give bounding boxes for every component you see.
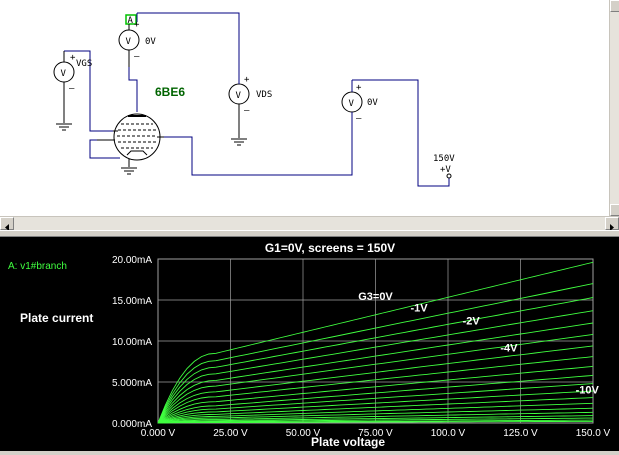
pane-splitter[interactable] (0, 230, 619, 237)
horizontal-scrollbar[interactable] (0, 216, 619, 231)
scroll-right-button[interactable] (605, 217, 619, 231)
plate-curve (157, 310, 594, 424)
y-tick-label: 0.000mA (112, 419, 152, 430)
ground-symbol (231, 138, 247, 146)
plate-curve (157, 322, 594, 424)
plate-curve (157, 333, 594, 424)
chart-title: G1=0V, screens = 150V (265, 241, 395, 255)
ground-symbol (56, 123, 72, 131)
y-axis-label: Plate current (20, 311, 93, 325)
svg-text:–: – (244, 106, 250, 116)
plate-curve (157, 345, 594, 424)
y-tick-label: 20.00mA (112, 255, 152, 266)
plate-curve (157, 365, 594, 424)
voltmeter-vgs[interactable]: V + – VGS (53, 51, 92, 94)
vacuum-tube-6be6[interactable]: 6BE6 (97, 85, 185, 161)
svg-text:+: + (356, 83, 362, 93)
supply-label: +V (440, 165, 451, 175)
meter-symbol: V (126, 37, 132, 47)
probe-marker[interactable] (125, 14, 137, 25)
trace-label: A: v1#branch (8, 261, 67, 272)
plate-curve (157, 390, 594, 424)
plot-pane: A: v1#branch G1=0V, screens = 150V Plate… (0, 237, 619, 451)
supply-voltage: 150V (433, 154, 455, 164)
x-tick-label: 50.00 V (286, 428, 321, 439)
curve-annotations: G3=0V -1V -2V -4V -10V (358, 291, 599, 396)
y-tick-label: 10.00mA (112, 337, 152, 348)
voltmeter-plate[interactable]: V + – 0V (341, 80, 378, 125)
x-tick-label: 150.0 V (576, 428, 611, 439)
meter-value-label: 0V (145, 37, 156, 47)
schematic-canvas[interactable]: V + – VGS A V + – 0V V + – VDS (0, 0, 609, 216)
x-tick-label: 100.0 V (431, 428, 466, 439)
x-tick-label: 0.000 V (141, 428, 176, 439)
svg-text:–: – (356, 114, 362, 124)
plate-curve (157, 415, 594, 424)
plate-curve (157, 261, 594, 424)
meter-value-label: 0V (367, 98, 378, 108)
tube-name: 6BE6 (155, 85, 185, 99)
svg-text:–: – (134, 52, 140, 62)
voltmeter-vds[interactable]: V + – VDS (228, 75, 272, 116)
x-tick-label: 25.00 V (213, 428, 248, 439)
ground-symbol (121, 167, 137, 175)
scroll-up-button[interactable] (610, 0, 619, 12)
voltmeter-grid[interactable]: A V + – 0V (118, 13, 156, 67)
probe-label: A (128, 16, 134, 26)
x-tick-label: 125.0 V (503, 428, 538, 439)
scroll-down-button[interactable] (610, 204, 619, 216)
curve-annotation: -4V (500, 343, 518, 355)
chart-grid (157, 258, 594, 424)
meter-symbol: V (236, 91, 242, 101)
curve-annotation: G3=0V (358, 291, 393, 303)
axis-ticks: 0.000 V 25.00 V 50.00 V 75.00 V 100.0 V 125.0… (112, 255, 611, 439)
voltage-supply[interactable]: 150V +V (433, 154, 455, 179)
curve-annotation: -2V (463, 316, 481, 328)
meter-symbol: V (61, 69, 67, 79)
plate-curve (157, 374, 594, 424)
meter-value-label: VGS (76, 59, 92, 69)
plate-curve (157, 420, 593, 424)
curve-annotation: -1V (410, 302, 428, 314)
y-tick-label: 5.000mA (112, 378, 152, 389)
y-tick-label: 15.00mA (112, 296, 152, 307)
plate-curve (157, 356, 594, 424)
plate-curve (157, 397, 594, 424)
svg-text:+: + (70, 53, 76, 63)
circuit-diagram: V + – VGS A V + – 0V V + – VDS (53, 12, 455, 187)
svg-text:+: + (244, 75, 250, 85)
x-axis-label: Plate voltage (311, 435, 385, 449)
plot-curves (157, 261, 594, 424)
plate-curve (157, 402, 594, 424)
vertical-scrollbar[interactable] (609, 0, 619, 216)
curve-annotation: -10V (576, 384, 600, 396)
plate-curve (157, 407, 594, 424)
meter-value-label: VDS (256, 90, 272, 100)
plate-curve (157, 417, 593, 424)
meter-symbol: V (349, 99, 355, 109)
plate-curve (157, 383, 594, 424)
x-tick-label: 75.00 V (358, 428, 393, 439)
circuit-wires (64, 12, 450, 187)
plate-curve (157, 297, 594, 424)
scroll-left-button[interactable] (0, 217, 14, 231)
svg-text:–: – (69, 84, 75, 94)
plate-curve (157, 283, 594, 424)
svg-text:+: + (134, 20, 140, 30)
plate-curve (157, 411, 594, 424)
characteristic-chart: A: v1#branch G1=0V, screens = 150V Plate… (8, 241, 611, 449)
